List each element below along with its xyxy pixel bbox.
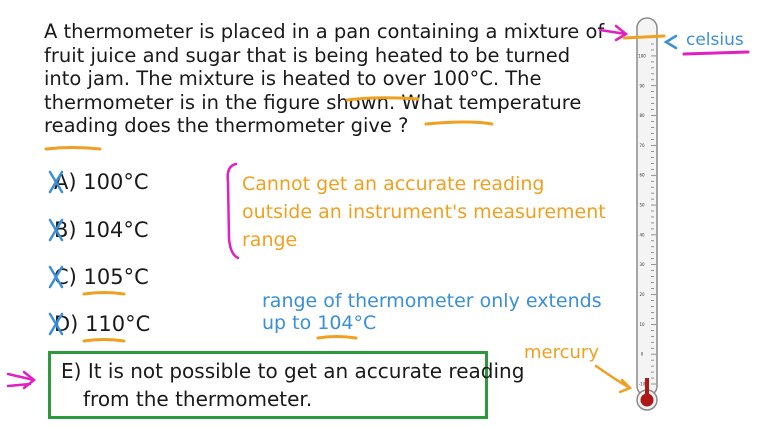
scale-tick-label: 60 (639, 173, 645, 178)
option-letter: D) (54, 312, 79, 336)
cross-mark-a (48, 170, 64, 194)
note-line: up to 104°C (262, 312, 377, 334)
arrow-celsius-right (663, 34, 678, 50)
scale-tick-label: 40 (639, 232, 645, 237)
scale-tick-label: 30 (639, 262, 645, 267)
scale-tick-label: 20 (639, 292, 645, 297)
mercury-column (645, 378, 649, 400)
question-line: thermometer is in the figure shown. What… (44, 90, 582, 114)
scale-tick-label: 100 (638, 53, 646, 58)
arrow-celsius-left (598, 24, 629, 42)
cross-mark-c (48, 265, 64, 289)
cross-mark-b (48, 218, 64, 242)
option-text: 100°C (83, 170, 149, 194)
scale-tick-label: 90 (639, 83, 645, 88)
note-line: Cannot get an accurate reading (242, 173, 545, 195)
scale-tick-label: 0 (641, 352, 644, 357)
arrow-option-e (6, 370, 37, 390)
option-letter: E) (61, 359, 82, 383)
scale-tick-label: 50 (639, 203, 645, 208)
underline-reading (44, 146, 102, 151)
underline-104 (316, 335, 358, 340)
underline-option-d (82, 338, 126, 343)
note-line: range (242, 229, 298, 251)
option-e-line2: from the thermometer. (83, 387, 313, 411)
underline-over-100 (345, 96, 420, 102)
mercury-label: mercury (524, 342, 599, 363)
scale-tick-label: 70 (639, 143, 645, 148)
option-text: 110°C (85, 312, 151, 336)
note-orange: Cannot get an accurate reading outside a… (242, 170, 606, 254)
option-e-answer-box[interactable]: E) It is not possible to get an accurate… (48, 351, 524, 419)
question-line: fruit juice and sugar that is being heat… (44, 43, 571, 67)
option-e-line1: E) It is not possible to get an accurate… (61, 359, 524, 383)
question-line: reading does the thermometer give ? (44, 114, 409, 137)
note-line: outside an instrument's measurement (242, 201, 606, 223)
underline-option-c (82, 291, 126, 296)
celsius-orange-underline (622, 34, 666, 40)
scale-tick-label: 80 (639, 113, 645, 118)
cross-mark-d (48, 312, 64, 336)
option-text: 105°C (83, 265, 149, 289)
scale-tick-label: 10 (639, 322, 645, 327)
question-text: A thermometer is placed in a pan contain… (44, 20, 605, 138)
arrow-mercury (594, 364, 633, 394)
question-line: A thermometer is placed in a pan contain… (44, 20, 605, 43)
scale-tick-label: -10 (639, 382, 646, 387)
bracket (226, 162, 240, 260)
underline-temperature (424, 120, 494, 126)
celsius-magenta-underline (682, 50, 750, 56)
option-text: It is not possible to get an accurate re… (87, 359, 525, 383)
celsius-label: celsius (686, 30, 744, 50)
option-d[interactable]: D) 110°C (54, 312, 150, 336)
note-blue: range of thermometer only extends up to … (262, 290, 602, 334)
question-line: into jam. The mixture is heated to over … (44, 67, 542, 90)
note-line: range of thermometer only extends (262, 290, 602, 312)
option-text: 104°C (83, 218, 149, 242)
